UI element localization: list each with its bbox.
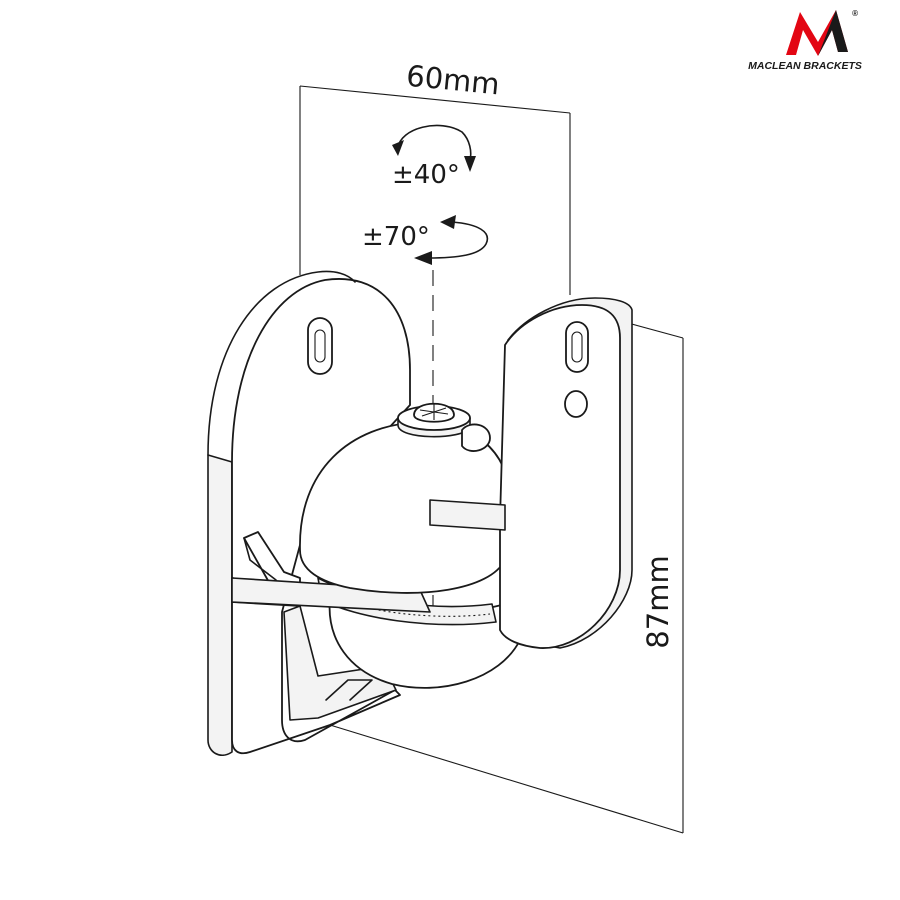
height-label: 87mm [641,555,675,648]
tilt-label: ±40° [392,160,460,190]
tilt-indicator: ±40° [392,124,476,190]
swivel-arrow-icon [427,221,489,259]
arm-mounting-hole [564,390,588,418]
brand-logo: ® MACLEAN BRACKETS [748,9,862,72]
wall-plate [231,278,411,755]
brand-name: MACLEAN BRACKETS [748,60,862,72]
wall-plate-edge [207,454,233,756]
arm-mounting-slot [565,321,589,373]
arm-connector [429,499,506,531]
wall-plate-mounting-slot [307,317,333,375]
swivel-indicator: ±70° [362,215,489,265]
bracket-illustration [207,270,633,756]
width-label: 60mm [405,59,501,102]
brand-registered-mark: ® [852,9,858,18]
swivel-label: ±70° [362,222,430,252]
locking-bolt [397,402,491,452]
upright-arm [499,304,621,649]
tilt-arrow-icon [397,124,472,161]
height-dimension: 87mm [329,309,684,834]
